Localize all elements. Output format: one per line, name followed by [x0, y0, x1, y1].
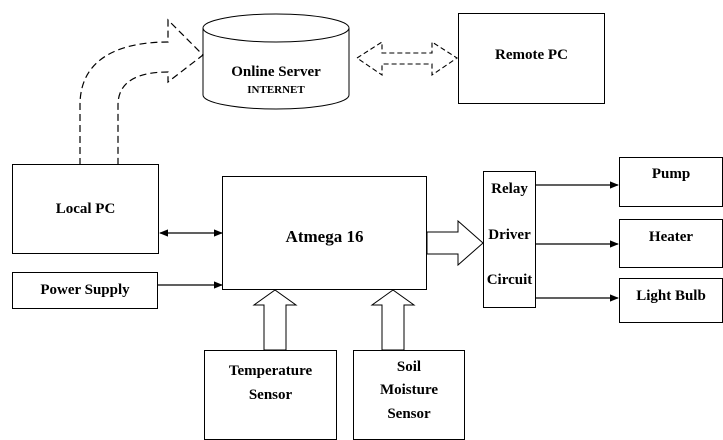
soil-sensor-hollow-arrow: [370, 289, 416, 351]
light-bulb-block: Light Bulb: [619, 278, 723, 323]
relay-label-line-3: Circuit: [486, 272, 533, 288]
soil-moisture-sensor-block: Soil Moisture Sensor: [353, 350, 465, 440]
power-supply-label: Power Supply: [40, 282, 130, 298]
temperature-sensor-label-line-2: Sensor: [248, 387, 293, 403]
soil-moisture-label-line-1: Soil: [396, 359, 422, 375]
heater-block: Heater: [619, 219, 723, 268]
light-bulb-label: Light Bulb: [636, 288, 706, 304]
power-supply-block: Power Supply: [12, 272, 158, 309]
remote-pc-block: Remote PC: [458, 13, 605, 104]
relay-label-line-2: Driver: [488, 226, 531, 243]
online-server-label: Online Server: [231, 64, 321, 80]
remote-pc-label: Remote PC: [495, 47, 568, 63]
server-remote-pc-dashed-arrow: [356, 40, 458, 77]
temperature-sensor-block: Temperature Sensor: [204, 350, 337, 440]
temperature-sensor-label-line-1: Temperature: [228, 363, 313, 379]
atmega-16-label: Atmega 16: [285, 227, 364, 246]
local-pc-block: Local PC: [12, 164, 159, 254]
heater-label: Heater: [648, 229, 694, 245]
temp-sensor-hollow-arrow: [252, 289, 298, 351]
soil-moisture-label-line-3: Sensor: [387, 405, 431, 422]
atmega-to-relay-hollow-arrow: [426, 219, 484, 267]
database-cylinder-icon: [202, 13, 350, 110]
relay-label-line-1: Relay: [491, 181, 528, 197]
internet-label: INTERNET: [247, 84, 305, 96]
pump-block: Pump: [619, 157, 723, 207]
local-pc-label: Local PC: [55, 200, 116, 217]
soil-moisture-label-line-2: Moisture: [379, 382, 439, 399]
local-pc-to-server-dashed-arrow: [79, 18, 204, 165]
atmega-16-block: Atmega 16: [222, 176, 427, 290]
pump-label: Pump: [651, 166, 691, 182]
relay-driver-circuit-block: Relay Driver Circuit: [483, 171, 536, 308]
